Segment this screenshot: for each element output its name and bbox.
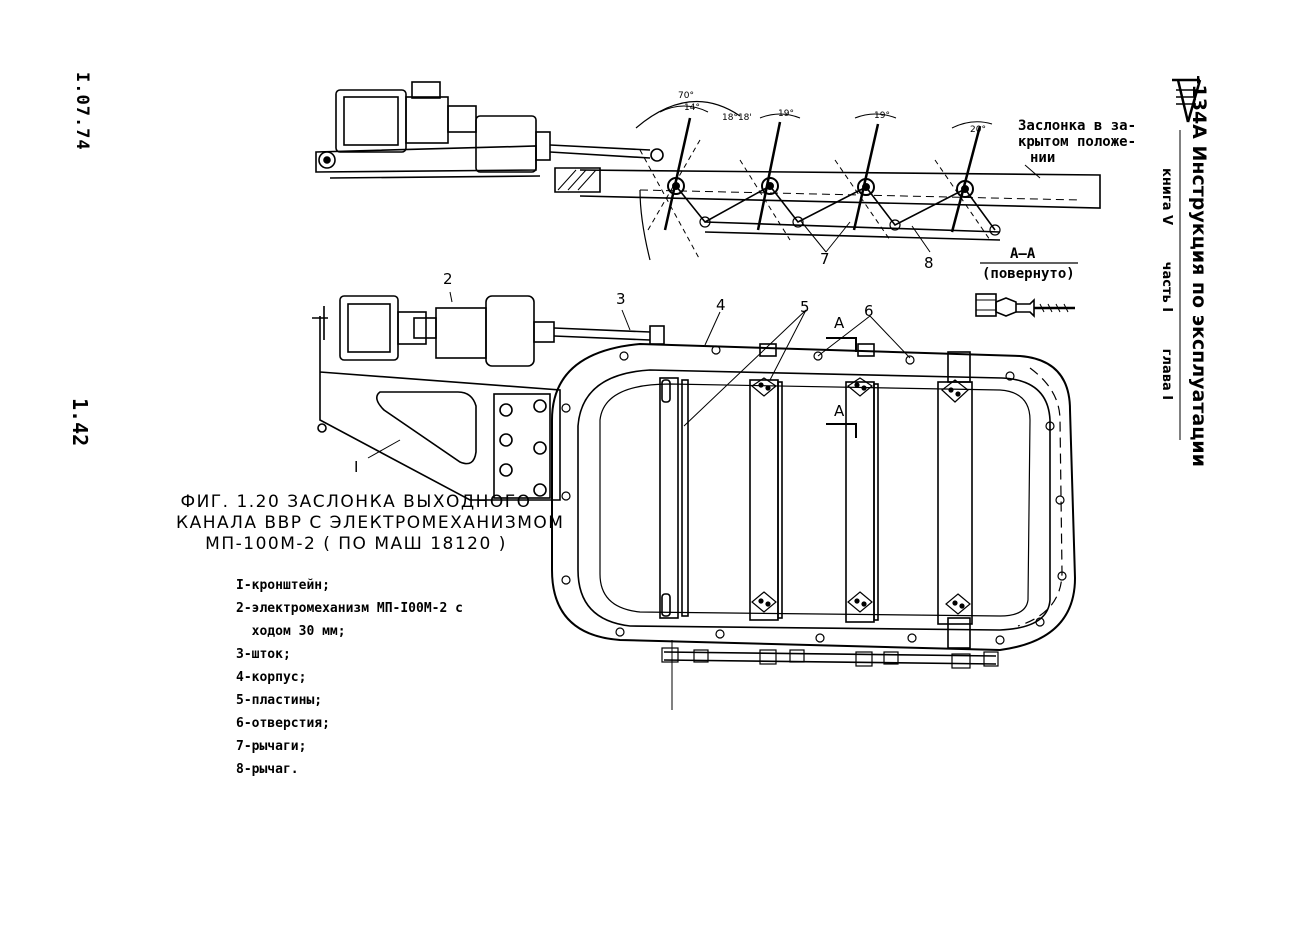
caption-line-3: МП-100М-2 ( ПО МАШ 18120 ) (205, 534, 507, 554)
frame-bolts (561, 345, 1067, 645)
caption-line-2: КАНАЛА ВВР С ЭЛЕКТРОМЕХАНИЗМОМ (176, 513, 565, 533)
side-view (315, 81, 1101, 261)
part-label-3: 3 (616, 290, 626, 308)
section-aa-detail (975, 262, 1078, 318)
section-aa-title: А–А (1010, 246, 1036, 262)
legend-item: I-кронштейн; (236, 578, 330, 593)
legend-item: 6-отверстия; (236, 716, 330, 731)
figure-legend: I-кронштейн; 2-электромеханизм МП-I00М-2… (236, 574, 463, 781)
part-label-8: 8 (924, 254, 934, 272)
legend-item: 8-рычаг. (236, 762, 299, 777)
angle-label-70: 70° (678, 91, 694, 101)
plate-hubs (750, 377, 971, 615)
angle-label-19b: 19° (874, 111, 890, 121)
plan-view (312, 291, 1077, 710)
section-mark-top: А (834, 314, 845, 332)
legend-item: 3-шток; (236, 647, 291, 662)
part-label-5: 5 (800, 298, 810, 316)
caption-line-1: ФИГ. 1.20 ЗАСЛОНКА ВЫХОДНОГО (180, 492, 532, 512)
legend-item: 7-рычаги; (236, 739, 307, 754)
angle-label-18: 18°18' (722, 113, 752, 123)
angle-label-20: 20° (970, 125, 986, 135)
legend-item: 2-электромеханизм МП-I00М-2 с (236, 601, 463, 616)
legend-item: ходом 30 мм; (236, 624, 346, 639)
figure-caption: ФИГ. 1.20 ЗАСЛОНКА ВЫХОДНОГО КАНАЛА ВВР … (176, 492, 565, 555)
section-aa-note: (повернуто) (982, 266, 1075, 282)
closed-position-note-line1: Заслонка в за- (1018, 118, 1136, 134)
part-label-4: 4 (716, 296, 726, 314)
brand-logo (1172, 78, 1202, 123)
closed-position-note-line2: крытом положе- (1018, 134, 1136, 150)
part-label-2: 2 (443, 270, 453, 288)
angle-label-14: 14° (684, 103, 700, 113)
closed-position-note-line3: нии (1030, 150, 1055, 166)
legend-item: 4-корпус; (236, 670, 307, 685)
angle-label-19a: 19° (778, 109, 794, 119)
legend-item: 5-пластины; (236, 693, 323, 708)
part-label-1: I (354, 458, 358, 476)
part-label-7: 7 (820, 250, 830, 268)
part-label-6: 6 (864, 302, 874, 320)
section-mark-bottom: А (834, 402, 845, 420)
